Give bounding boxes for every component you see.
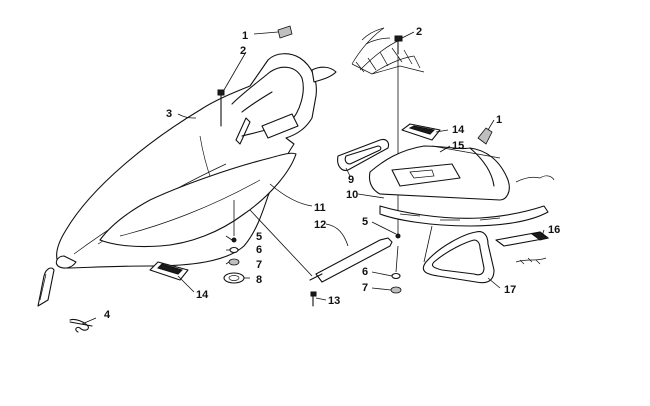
pad-left <box>149 261 189 281</box>
bracket-part <box>249 209 393 283</box>
plate-part <box>495 231 550 247</box>
callout-6-right: 6 <box>362 266 368 278</box>
callout-12: 12 <box>314 219 326 231</box>
callout-labels: 1 2 3 4 5 6 7 8 9 10 11 12 13 14 14 15 1… <box>104 26 560 321</box>
cable-sketch <box>515 175 555 265</box>
callout-2-left: 2 <box>240 45 246 57</box>
callout-1-right: 1 <box>496 114 502 126</box>
clip-right <box>477 127 493 145</box>
gasket-part <box>422 231 495 284</box>
callout-8: 8 <box>256 274 262 286</box>
callout-3: 3 <box>166 108 172 120</box>
bolt-bottom <box>310 291 317 307</box>
clip-left <box>277 25 293 39</box>
callout-7-left: 7 <box>256 259 262 271</box>
callout-16: 16 <box>548 224 560 236</box>
leader-lines <box>81 31 545 325</box>
callout-1-left: 1 <box>242 30 248 42</box>
callout-10: 10 <box>346 189 358 201</box>
bolt-left <box>217 89 225 127</box>
callout-11: 11 <box>314 202 326 214</box>
callout-6-left: 6 <box>256 244 262 256</box>
frame-reference-sketch <box>351 27 425 75</box>
base-panel <box>379 205 549 227</box>
callout-14-left: 14 <box>196 289 209 301</box>
bolt-right <box>394 35 403 55</box>
seal-ring <box>337 138 390 171</box>
callout-14-right: 14 <box>452 124 465 136</box>
callout-2-right: 2 <box>416 26 422 38</box>
callout-4: 4 <box>104 309 111 321</box>
console-part <box>368 145 510 201</box>
side-panel-part <box>99 152 297 248</box>
callout-7-right: 7 <box>362 282 368 294</box>
callout-9: 9 <box>348 174 354 186</box>
retainer-pin <box>37 267 93 333</box>
callout-5-left: 5 <box>256 231 262 243</box>
callout-13: 13 <box>328 295 340 307</box>
hardware-stack-right <box>390 56 402 294</box>
callout-17: 17 <box>504 284 516 296</box>
callout-15: 15 <box>452 140 464 152</box>
pad-right <box>401 123 441 141</box>
callout-5-right: 5 <box>362 216 368 228</box>
